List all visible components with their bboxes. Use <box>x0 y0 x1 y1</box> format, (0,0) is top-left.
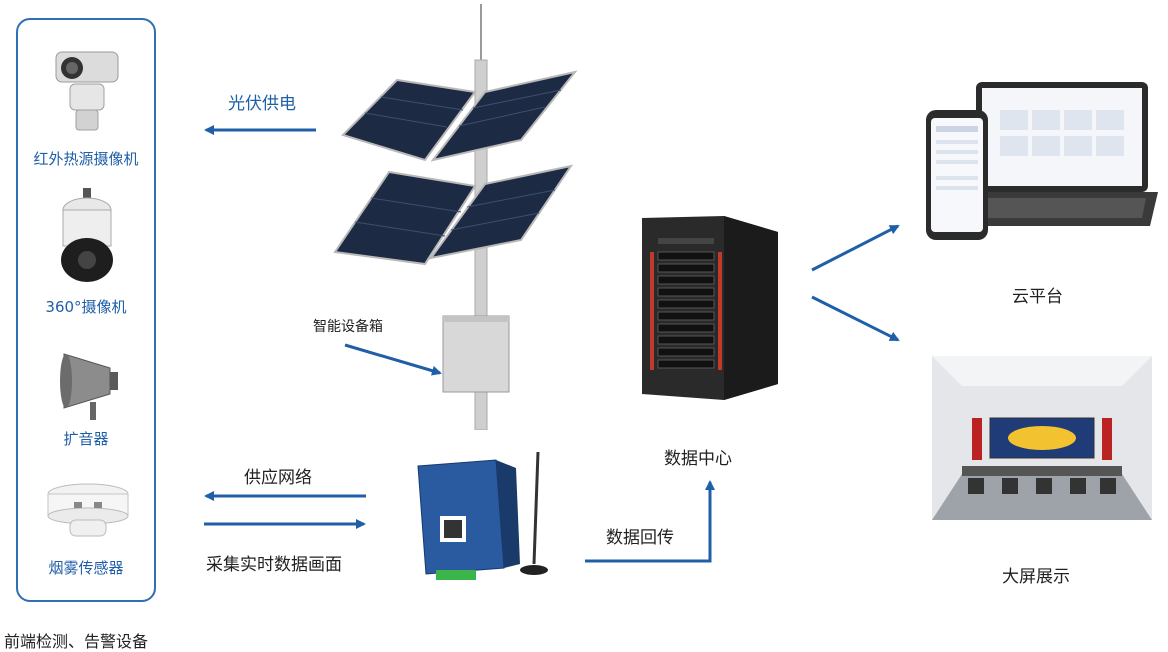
smoke-sensor-icon <box>47 483 129 537</box>
dome-camera-icon <box>61 188 113 282</box>
gateway-icon <box>417 451 548 580</box>
device-label-thermal: 红外热源摄像机 <box>33 150 139 168</box>
thermal-camera-icon <box>55 51 119 131</box>
device-label-speaker: 扩音器 <box>63 430 109 448</box>
data-center-label: 数据中心 <box>664 449 732 469</box>
collect-label: 采集实时数据画面 <box>206 555 342 575</box>
return-label: 数据回传 <box>606 528 674 548</box>
network-label: 供应网络 <box>244 468 312 488</box>
big-screen-label: 大屏展示 <box>1002 567 1070 587</box>
horn-speaker-icon <box>60 353 118 420</box>
cloud-arrow <box>811 224 900 272</box>
device-label-smoke: 烟雾传感器 <box>48 559 124 577</box>
smart-box-label: 智能设备箱 <box>313 319 383 335</box>
return-arrow <box>585 480 715 563</box>
solar-pole-icon <box>333 4 578 430</box>
solar-label: 光伏供电 <box>228 94 296 114</box>
front-device-panel <box>16 18 156 602</box>
device-label-dome: 360°摄像机 <box>45 298 127 316</box>
server-icon <box>642 216 778 400</box>
panel-caption: 前端检测、告警设备 <box>4 632 149 651</box>
smart-box-arrow <box>344 343 442 376</box>
cloud-platform-icon <box>926 82 1158 240</box>
screen-arrow <box>811 295 900 342</box>
control-room-icon <box>932 356 1152 520</box>
cloud-label: 云平台 <box>1012 287 1063 307</box>
